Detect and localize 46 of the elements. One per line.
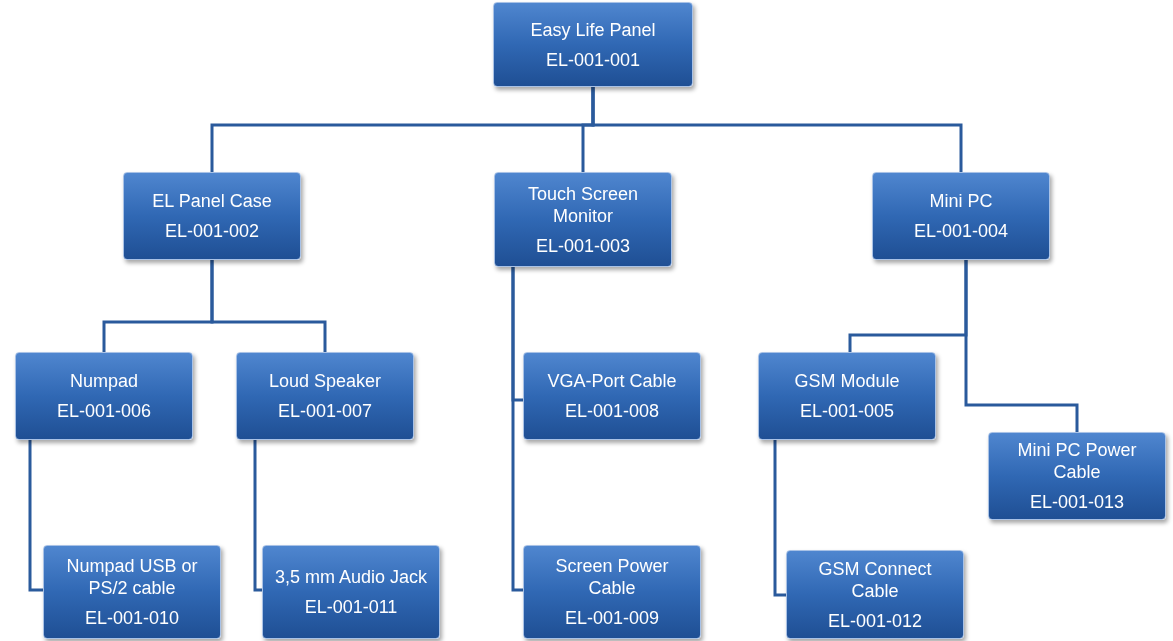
- part-number: EL-001-012: [827, 609, 923, 632]
- part-number: EL-001-001: [545, 48, 641, 71]
- component-name: Numpad USB or PS/2 cable: [65, 555, 199, 599]
- part-number: EL-001-010: [84, 607, 180, 629]
- component-box: [15, 352, 193, 440]
- connector-line: [511, 267, 523, 592]
- component-box: [872, 172, 1050, 260]
- component-name: Touch Screen Monitor: [526, 182, 640, 227]
- connector-line: [28, 440, 43, 592]
- component-name: Screen Power Cable: [554, 555, 670, 599]
- part-number: EL-001-011: [304, 596, 398, 618]
- component-name: 3,5 mm Audio Jack: [274, 566, 428, 588]
- part-number: EL-001-008: [564, 400, 660, 422]
- component-box: [523, 545, 701, 639]
- component-box: [494, 172, 672, 267]
- component-name: Easy Life Panel: [530, 18, 656, 41]
- connector-line: [253, 440, 262, 592]
- part-number: EL-001-006: [56, 400, 152, 422]
- part-number: EL-001-002: [164, 220, 260, 242]
- component-box: [123, 172, 301, 260]
- connector-line: [773, 440, 786, 597]
- component-name: Loud Speaker: [268, 370, 382, 392]
- component-box: [236, 352, 414, 440]
- part-number: EL-001-007: [277, 400, 373, 422]
- part-number: EL-001-009: [564, 607, 660, 629]
- part-number: EL-001-004: [913, 220, 1009, 242]
- component-box: [758, 352, 936, 440]
- component-box: [523, 352, 701, 440]
- component-name: Mini PC Power Cable: [1016, 439, 1138, 483]
- connector-line: [591, 87, 963, 172]
- connector-line: [964, 260, 1079, 432]
- component-name: Numpad: [69, 370, 138, 392]
- component-box: [262, 545, 440, 639]
- component-box: [786, 550, 964, 639]
- component-box: [43, 545, 221, 639]
- part-number: EL-001-003: [535, 234, 631, 257]
- component-box: [493, 2, 693, 87]
- component-name: Mini PC: [929, 190, 993, 212]
- component-name: GSM Connect Cable: [817, 557, 933, 602]
- component-box: [988, 432, 1166, 520]
- component-name: VGA-Port Cable: [547, 370, 677, 392]
- part-number: EL-001-005: [799, 400, 895, 422]
- part-number: EL-001-013: [1029, 491, 1125, 513]
- connector-line: [210, 260, 327, 352]
- component-name: EL Panel Case: [152, 190, 272, 212]
- component-name: GSM Module: [794, 370, 900, 392]
